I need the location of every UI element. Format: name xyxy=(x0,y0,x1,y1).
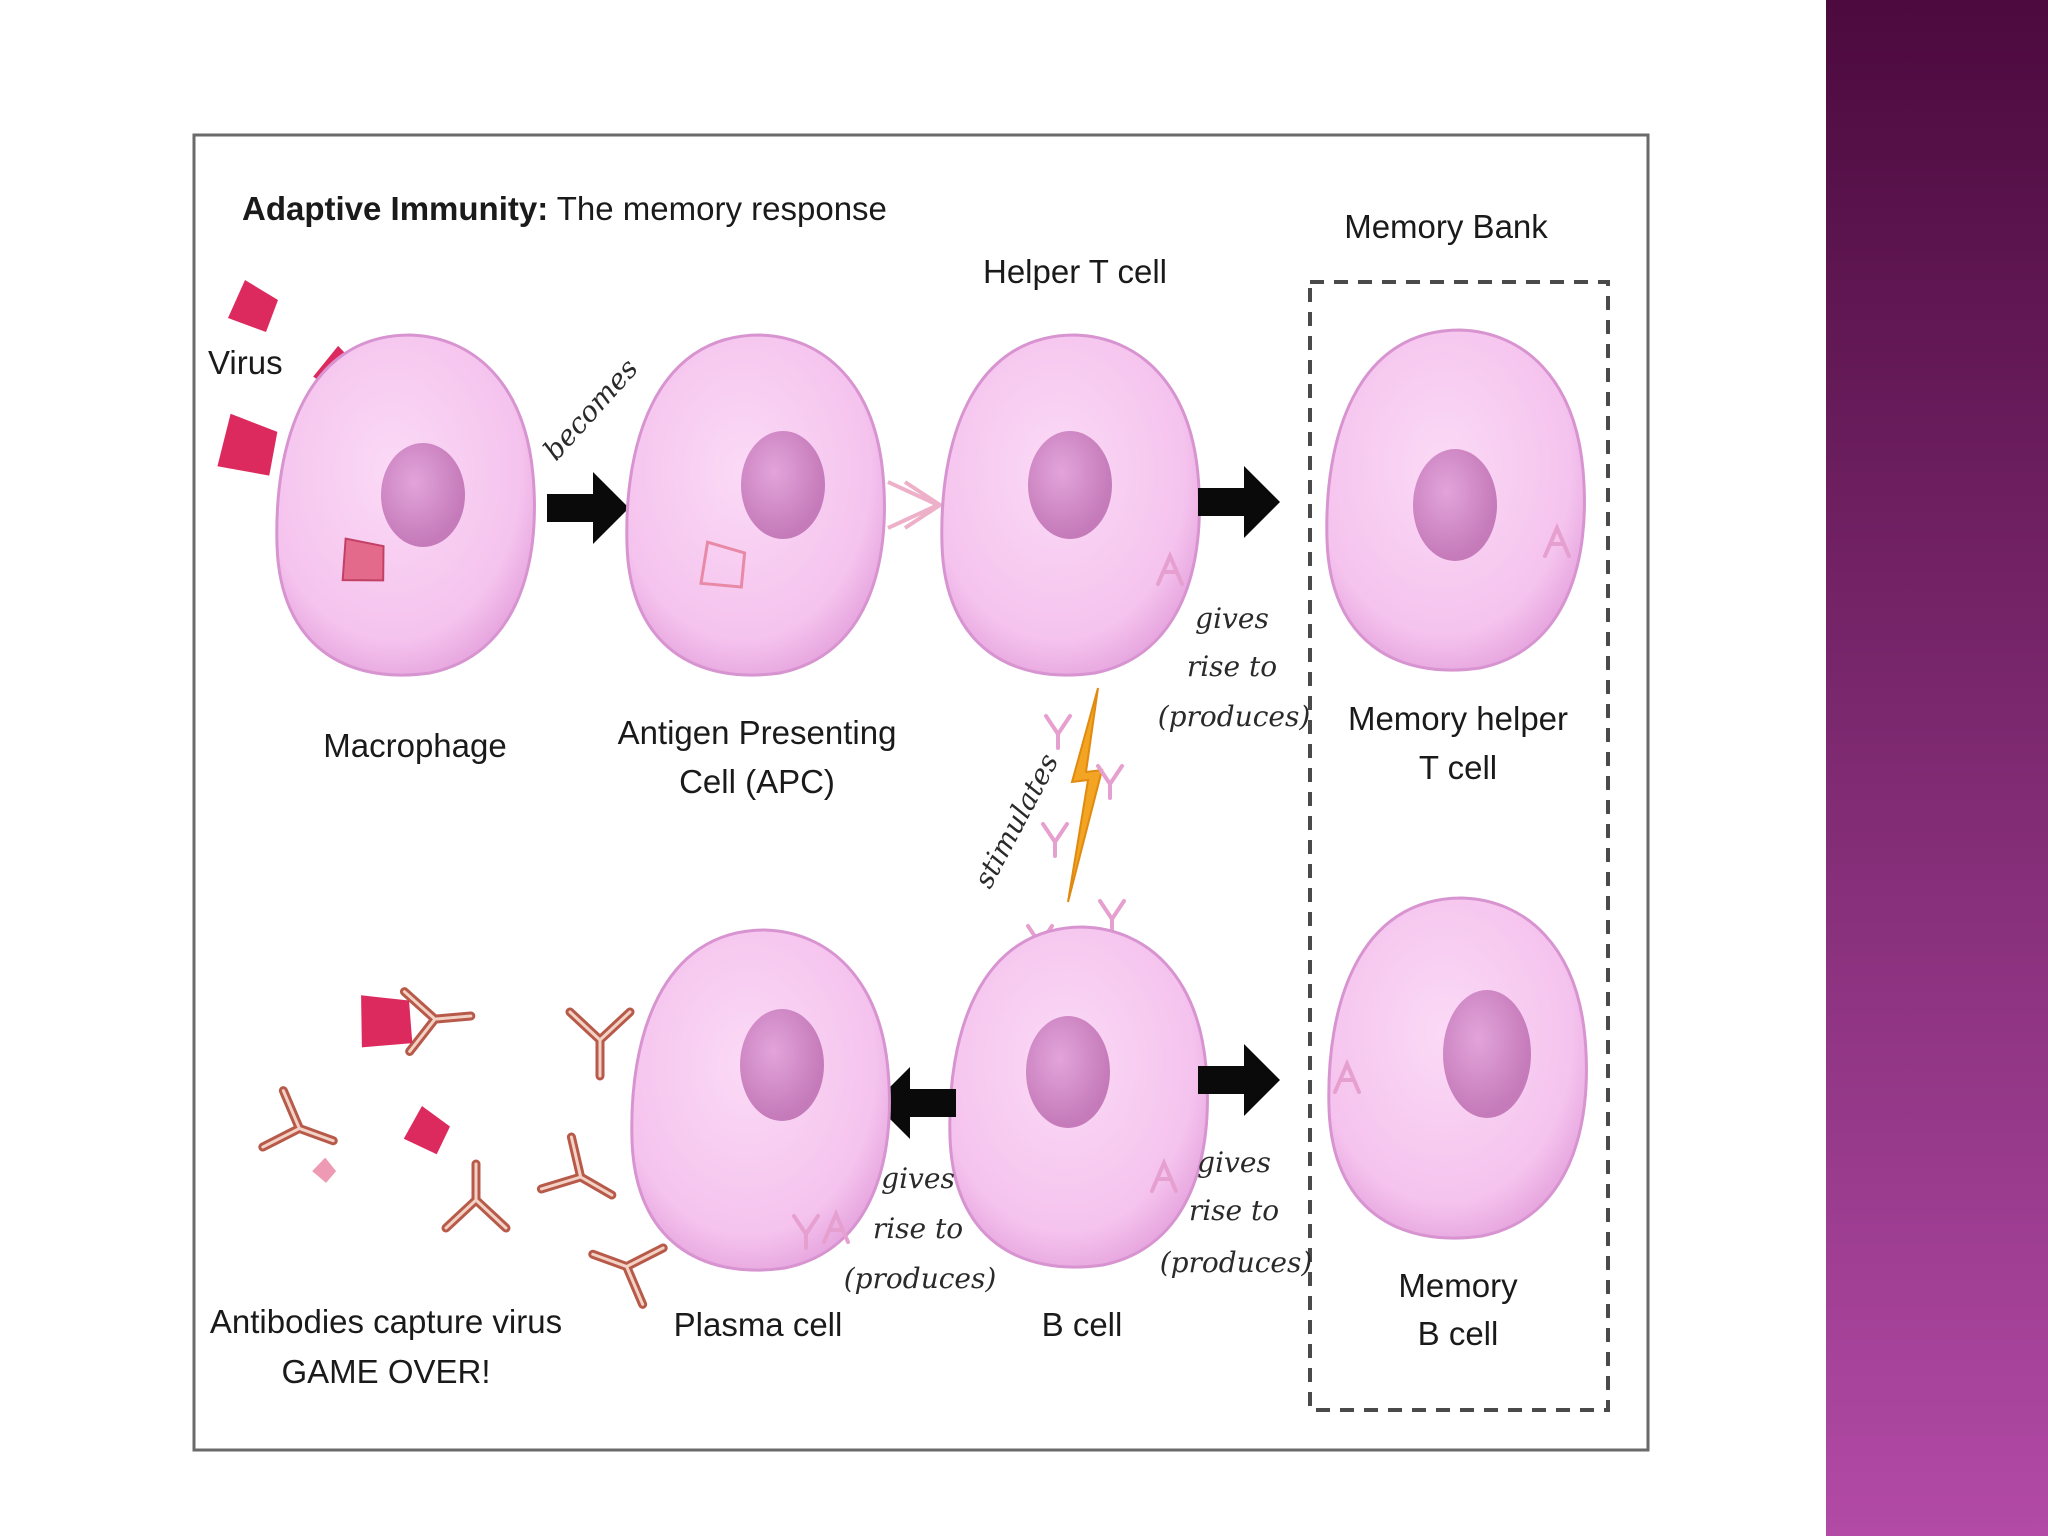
macrophage-nucleus xyxy=(381,443,465,547)
slide-accent-panel xyxy=(1826,0,2048,1536)
memory-helper-t-cell xyxy=(1325,328,1586,672)
figure-title: Adaptive Immunity: The memory response xyxy=(242,190,887,227)
memory-b-label-line1: Memory xyxy=(1398,1267,1518,1304)
gives-rise-right-line2: rise to xyxy=(1189,1194,1279,1227)
b-cell xyxy=(948,925,1209,1269)
gives-rise-top-line2: rise to xyxy=(1187,650,1277,683)
gives-rise-right-line1: gives xyxy=(1197,1146,1271,1179)
gives-rise-left-line1: gives xyxy=(881,1162,955,1195)
antibodies-label-line1: Antibodies capture virus xyxy=(210,1303,562,1340)
macrophage-label: Macrophage xyxy=(323,727,506,764)
apc-label-line1: Antigen Presenting xyxy=(618,714,897,751)
memory-b-nucleus xyxy=(1443,990,1531,1118)
gives-rise-top-line3: (produces) xyxy=(1158,700,1311,733)
antigen-presentation-marker xyxy=(887,480,944,530)
helper-t-cell xyxy=(940,333,1201,677)
gives-rise-right-line3: (produces) xyxy=(1160,1246,1313,1279)
b-cell-nucleus xyxy=(1026,1016,1110,1128)
memory-b-label-line2: B cell xyxy=(1418,1315,1499,1352)
figure-title-bold: Adaptive Immunity: xyxy=(242,190,548,227)
memory-bank-box xyxy=(1308,280,1610,1412)
memory-helper-label-line2: T cell xyxy=(1419,749,1497,786)
memory-helper-label-line1: Memory helper xyxy=(1348,700,1568,737)
plasma-cell-nucleus xyxy=(740,1009,824,1121)
memory-bank-title: Memory Bank xyxy=(1344,208,1548,245)
plasma-cell-label: Plasma cell xyxy=(674,1306,843,1343)
memory-helper-t-nucleus xyxy=(1413,449,1497,561)
gives-rise-top-line1: gives xyxy=(1195,602,1269,635)
helper-t-nucleus xyxy=(1028,431,1112,539)
gives-rise-left-line2: rise to xyxy=(873,1212,963,1245)
virus-label: Virus xyxy=(208,344,283,381)
helper-t-cell-title: Helper T cell xyxy=(983,253,1167,290)
memory-b-cell xyxy=(1327,896,1588,1240)
b-cell-label: B cell xyxy=(1042,1306,1123,1343)
antibodies-label-line2: GAME OVER! xyxy=(281,1353,490,1390)
apc-cell xyxy=(625,333,886,677)
apc-label-line2: Cell (APC) xyxy=(679,763,835,800)
figure-title-rest: The memory response xyxy=(548,190,887,227)
gives-rise-left-line3: (produces) xyxy=(844,1262,997,1295)
stimulation-lightning-icon xyxy=(1067,687,1104,903)
plasma-cell xyxy=(630,928,891,1272)
macrophage-cell xyxy=(275,333,536,677)
apc-nucleus xyxy=(741,431,825,539)
